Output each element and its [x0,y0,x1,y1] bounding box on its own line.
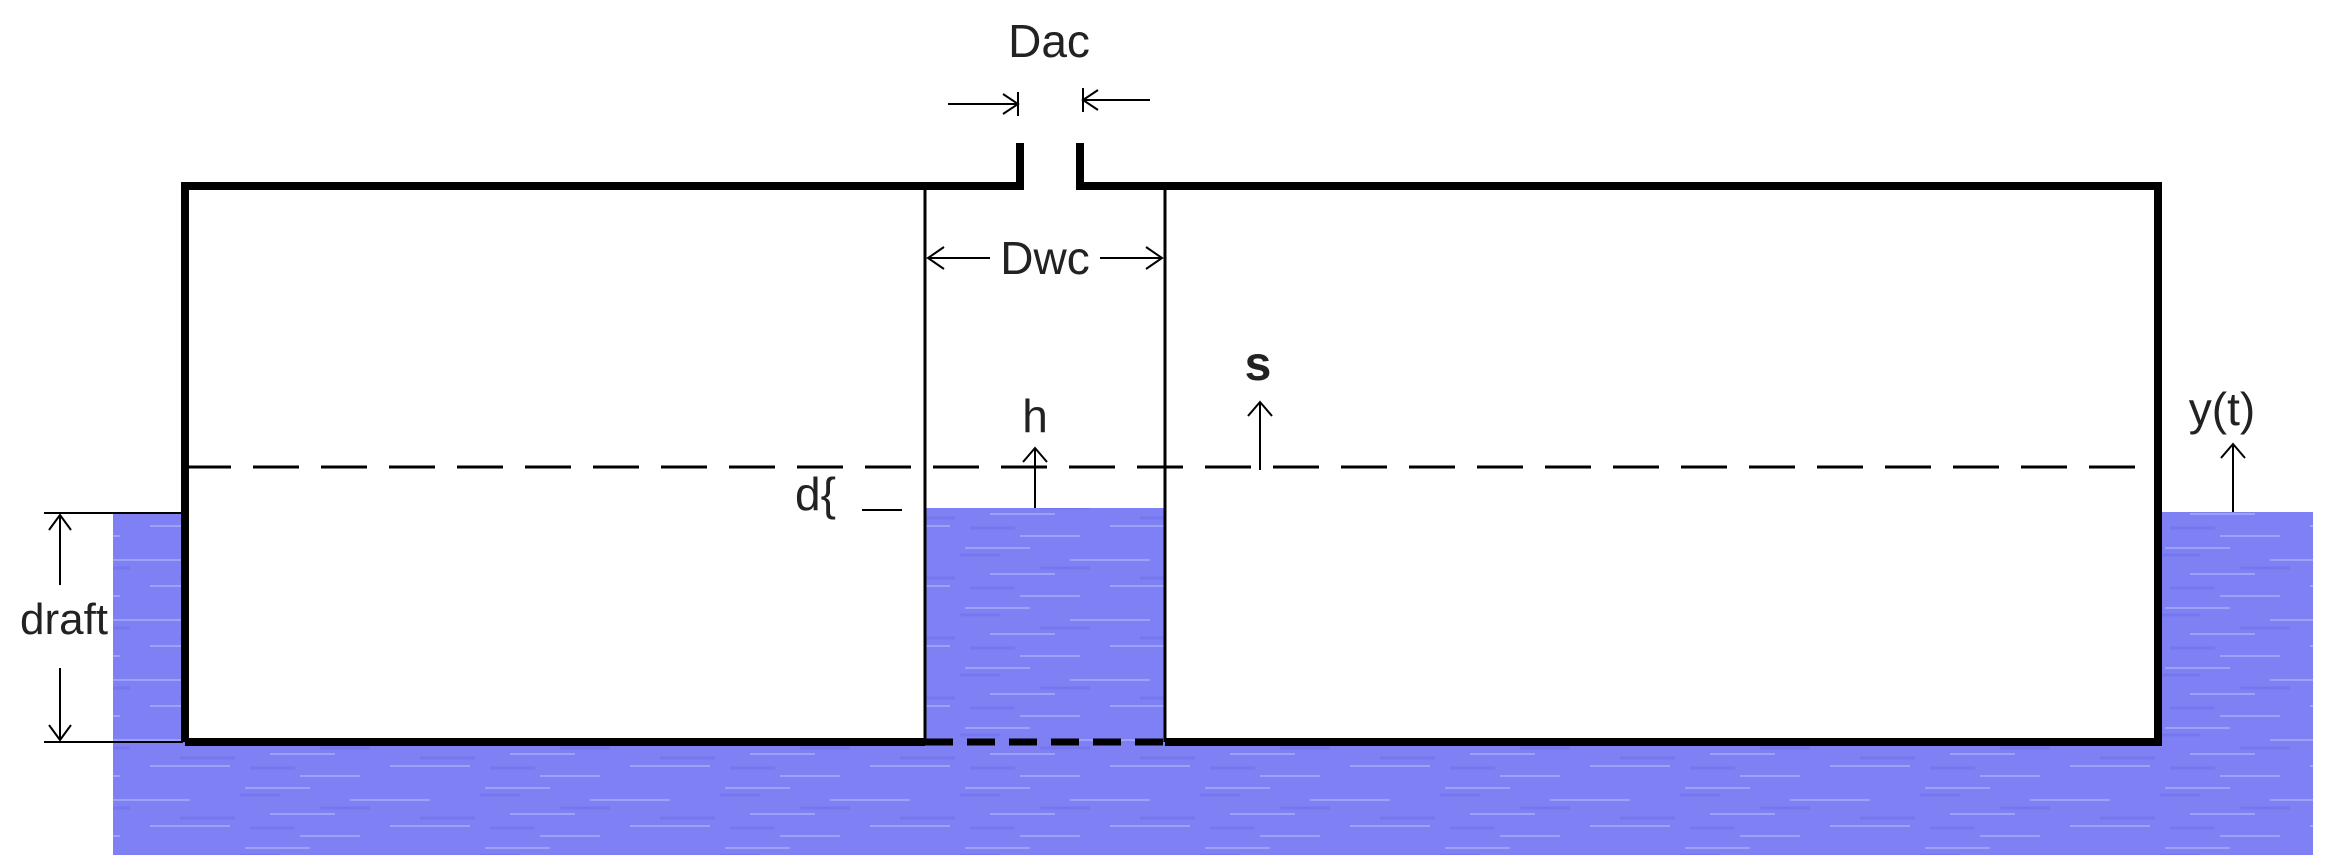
dwc-dimension [926,246,1164,270]
hull-outline [181,143,2162,746]
water-right [2162,512,2313,743]
water-bottom [113,742,2313,855]
water-left [113,513,185,743]
s-arrow [1247,400,1273,470]
draft-dimension [44,512,183,743]
y-arrow [2220,442,2246,512]
dac-label: Dac [1008,15,1090,67]
y-t-label: y(t) [2189,383,2255,435]
h-label: h [1022,390,1048,442]
motion-arrows [1022,400,2246,512]
h-arrow [1022,446,1048,508]
d-label: d{ [795,468,836,520]
draft-label: draft [20,595,108,644]
dwc-label: Dwc [1000,232,1089,284]
dac-dimension [948,88,1150,116]
s-label: s [1245,338,1272,391]
structure [181,143,2162,746]
water-chamber [925,508,1165,742]
dwc-label-bg [990,234,1100,284]
water [113,508,2313,855]
